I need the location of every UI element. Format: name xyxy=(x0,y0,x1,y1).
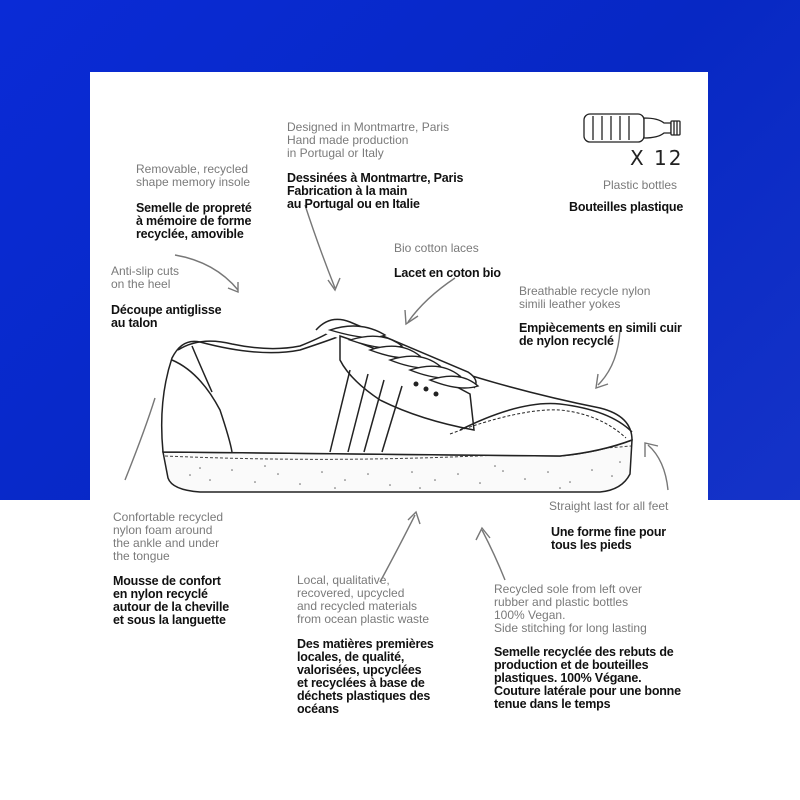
yokes-label-fr: Empiècements en simili cuir de nylon rec… xyxy=(519,321,682,348)
white-bottom-area xyxy=(0,500,800,800)
shoe-stripes xyxy=(329,369,403,453)
laces-label-en: Bio cotton laces xyxy=(394,241,479,255)
sole-label-en: Recycled sole from left over rubber and … xyxy=(494,582,647,635)
bottles-label-en: Plastic bottles xyxy=(603,178,678,192)
bottle-count: X 12 xyxy=(630,146,684,170)
foam-label-fr: Mousse de confort en nylon recyclé autou… xyxy=(113,574,229,627)
foam-label-en: Confortable recycled nylon foam around t… xyxy=(113,510,224,563)
arrow-icons xyxy=(124,204,669,583)
bottles-label-fr: Bouteilles plastique xyxy=(569,200,684,214)
laces-label-fr: Lacet en coton bio xyxy=(394,266,501,280)
materials-label-en: Local, qualitative, recovered, upcycled … xyxy=(297,573,430,626)
materials-label-fr: Des matières premières locales, de quali… xyxy=(297,637,434,716)
heel-label-fr: Découpe antiglisse au talon xyxy=(111,303,222,330)
insole-label-fr: Semelle de propreté à mémoire de forme r… xyxy=(136,201,252,241)
sole-label-fr: Semelle recyclée des rebuts de productio… xyxy=(494,645,681,711)
plastic-bottle-icon xyxy=(583,113,681,143)
shoe-laces xyxy=(327,325,480,389)
insole-label-en: Removable, recycled shape memory insole xyxy=(136,162,251,189)
last-label-fr: Une forme fine pour tous les pieds xyxy=(551,525,666,552)
design-label-fr: Dessinées à Montmartre, Paris Fabricatio… xyxy=(287,171,464,211)
design-label-en: Designed in Montmartre, Paris Hand made … xyxy=(287,120,450,160)
last-label-en: Straight last for all feet xyxy=(549,499,669,513)
yokes-label-en: Breathable recycle nylon simili leather … xyxy=(519,284,651,311)
shoe-eyelets xyxy=(413,381,439,397)
heel-label-en: Anti-slip cuts on the heel xyxy=(111,264,180,291)
